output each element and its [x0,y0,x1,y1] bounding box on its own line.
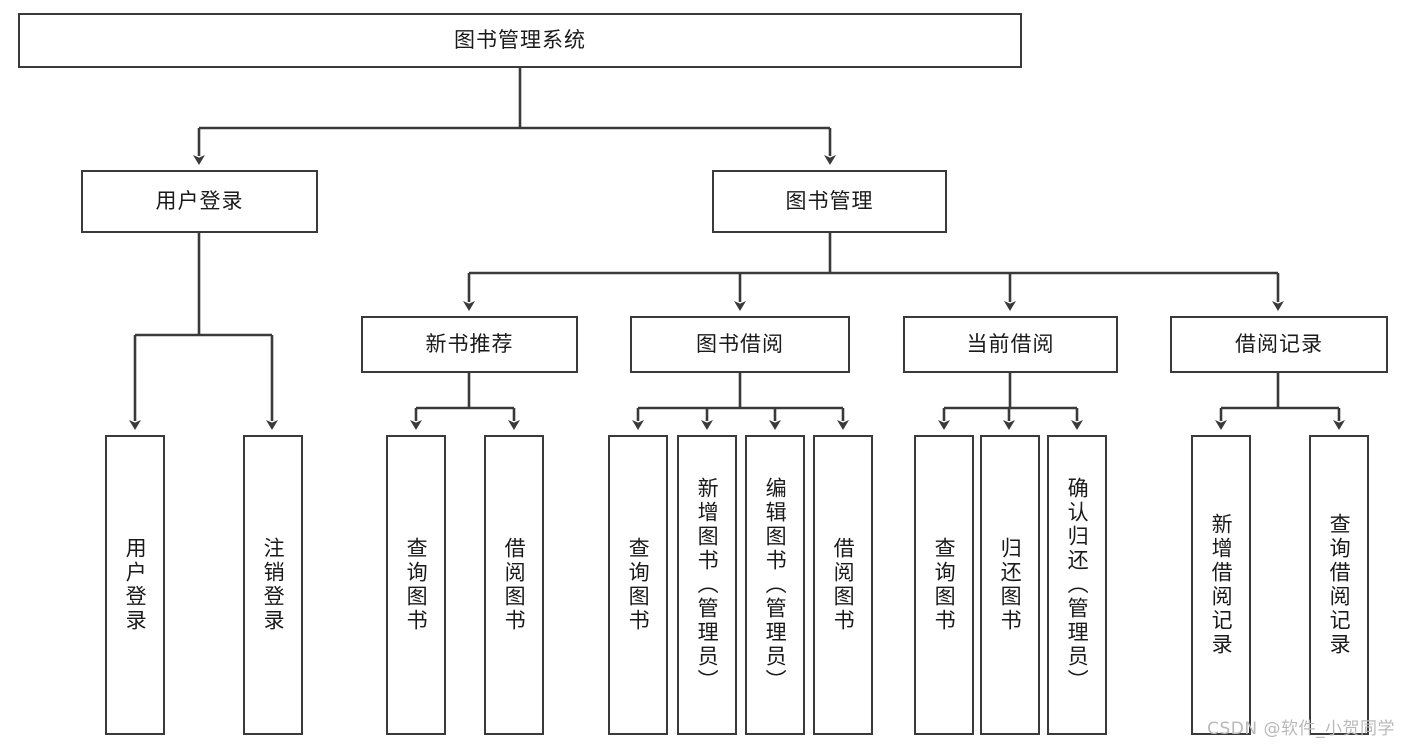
leaf-new-book-borrow[interactable]: 借阅图书 [484,435,544,735]
leaf-new-book-query[interactable]: 查询图书 [386,435,446,735]
leaf-label: 查询图书 [932,537,957,633]
leaf-user-login-login[interactable]: 用户登录 [105,435,165,735]
leaf-label: 查询图书 [626,537,651,633]
node-borrow-record[interactable]: 借阅记录 [1170,316,1388,373]
node-new-book-recommend[interactable]: 新书推荐 [361,316,578,373]
node-book-borrow[interactable]: 图书借阅 [630,316,850,373]
node-current-borrow-label: 当前借阅 [966,331,1055,356]
leaf-borrow-query-book[interactable]: 查询图书 [608,435,668,735]
node-current-borrow[interactable]: 当前借阅 [903,316,1118,373]
leaf-label: 查询借阅记录 [1327,513,1352,657]
leaf-label: 编辑图书（管理员） [763,477,788,693]
node-user-login[interactable]: 用户登录 [81,170,318,233]
leaf-borrow-borrow-book[interactable]: 借阅图书 [813,435,873,735]
leaf-label: 用户登录 [123,537,148,633]
leaf-label: 新增图书（管理员） [695,477,720,693]
node-book-borrow-label: 图书借阅 [696,331,784,356]
node-borrow-record-label: 借阅记录 [1235,331,1323,356]
node-book-management[interactable]: 图书管理 [712,170,947,233]
leaf-borrow-edit-book-admin[interactable]: 编辑图书（管理员） [745,435,805,735]
leaf-label: 借阅图书 [831,537,856,633]
leaf-label: 新增借阅记录 [1209,513,1234,657]
leaf-label: 查询图书 [404,537,429,633]
node-root-label: 图书管理系统 [454,27,586,52]
node-book-management-label: 图书管理 [785,188,874,213]
leaf-current-return-book[interactable]: 归还图书 [980,435,1040,735]
node-new-book-recommend-label: 新书推荐 [425,331,514,356]
leaf-record-query-record[interactable]: 查询借阅记录 [1309,435,1369,735]
node-user-login-label: 用户登录 [155,188,244,213]
node-root[interactable]: 图书管理系统 [18,13,1022,68]
leaf-record-add-record[interactable]: 新增借阅记录 [1191,435,1251,735]
leaf-label: 借阅图书 [502,537,527,633]
leaf-label: 确认归还（管理员） [1065,477,1090,693]
leaf-current-confirm-return-admin[interactable]: 确认归还（管理员） [1047,435,1107,735]
watermark: CSDN @软件_小贺同学 [1207,719,1395,739]
leaf-user-login-logout[interactable]: 注销登录 [243,435,303,735]
leaf-borrow-add-book-admin[interactable]: 新增图书（管理员） [677,435,737,735]
leaf-label: 归还图书 [998,537,1023,633]
leaf-label: 注销登录 [261,537,286,633]
leaf-current-query-book[interactable]: 查询图书 [914,435,974,735]
